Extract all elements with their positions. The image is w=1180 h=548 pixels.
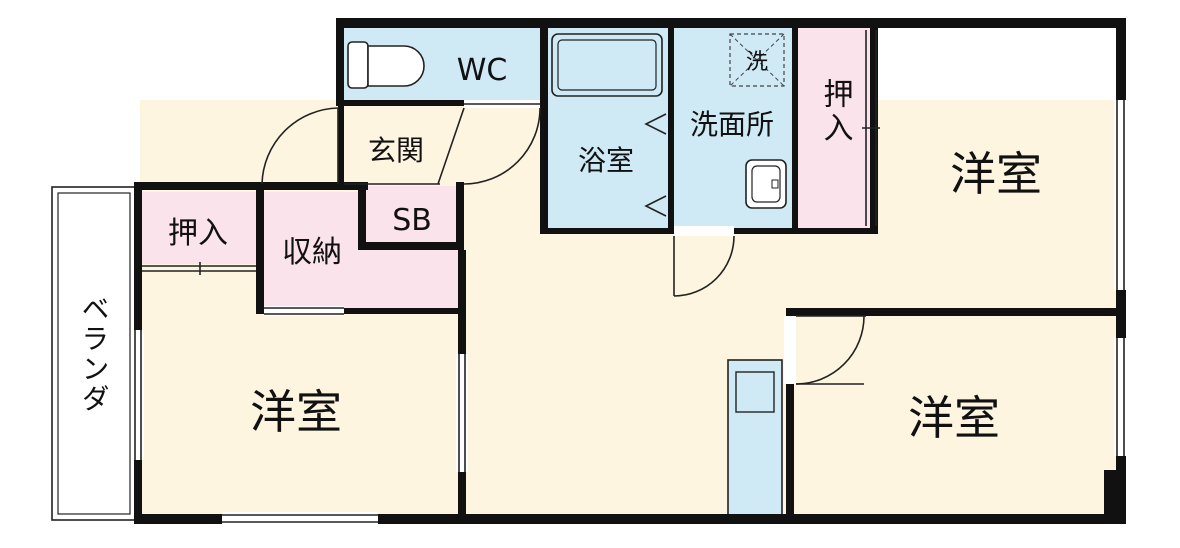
toilet-tank [347, 41, 369, 89]
wash-basin [745, 159, 787, 209]
kitchen-sink [735, 371, 775, 413]
toilet-bowl [367, 45, 425, 87]
ne-room-label: 洋室 [950, 147, 1042, 201]
storage-label: 収納 [282, 235, 342, 270]
bath-label: 浴室 [578, 144, 634, 177]
windows [132, 30, 1128, 526]
entrance-label: 玄関 [368, 134, 424, 167]
washer-pan [729, 33, 785, 87]
wc-label: WC [457, 53, 508, 88]
washer-label: 洗 [746, 50, 768, 75]
bathtub [551, 33, 663, 97]
se-room-label: 洋室 [908, 391, 1000, 445]
doors [261, 100, 866, 385]
floor-fills [52, 28, 1120, 520]
sb-label: SB [392, 203, 432, 238]
room-labels: WC 玄関 SB 浴室 洗面所 洗 押入 押入 収納 洋室 洋室 洋室 ベランダ [78, 50, 1043, 445]
closet-right-label: 押入 [818, 78, 853, 146]
veranda-label: ベランダ [78, 294, 111, 414]
closet-left-area [140, 192, 256, 264]
sb-area [364, 186, 460, 242]
fixtures [347, 33, 787, 209]
washroom-label: 洗面所 [690, 108, 774, 141]
west-room-label: 洋室 [250, 385, 342, 439]
veranda-area [52, 187, 136, 520]
closet-left-label: 押入 [168, 216, 228, 251]
kitchen-counter [727, 359, 783, 517]
closet-right-area [798, 28, 872, 230]
